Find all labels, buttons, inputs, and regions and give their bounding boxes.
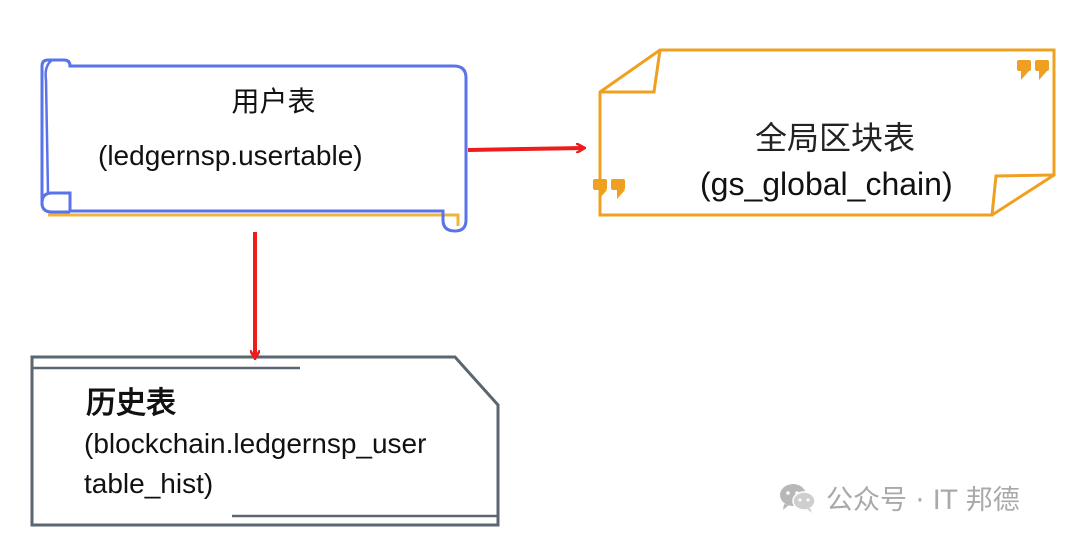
note-top-fold bbox=[600, 49, 662, 94]
wechat-icon bbox=[780, 483, 816, 513]
global-chain-subtitle: (gs_global_chain) bbox=[700, 166, 953, 202]
global-chain-title: 全局区块表 bbox=[754, 119, 915, 157]
note-bottom-fold bbox=[990, 173, 1055, 216]
global-chain-node bbox=[593, 48, 1056, 217]
card-outline bbox=[30, 355, 500, 527]
user-table-title: 用户表 bbox=[231, 85, 316, 118]
arrow-user-to-global bbox=[467, 148, 584, 150]
watermark-text: 公众号 · IT 邦德 bbox=[826, 485, 1020, 516]
user-table-subtitle: (ledgernsp.usertable) bbox=[98, 140, 363, 171]
scroll-outline bbox=[40, 58, 468, 233]
history-table-node bbox=[30, 355, 500, 527]
history-table-title: 历史表 bbox=[86, 386, 176, 421]
quote-open-icon bbox=[1017, 60, 1049, 80]
watermark: 公众号 · IT 邦德 bbox=[778, 478, 1020, 517]
user-table-node bbox=[40, 58, 468, 233]
scroll-left-roll bbox=[44, 59, 53, 194]
quote-close-icon bbox=[593, 179, 625, 199]
history-table-subtitle-line2: table_hist) bbox=[84, 468, 214, 499]
history-table-subtitle-line1: (blockchain.ledgernsp_user bbox=[84, 428, 427, 459]
scroll-accent-shadow bbox=[48, 213, 460, 226]
